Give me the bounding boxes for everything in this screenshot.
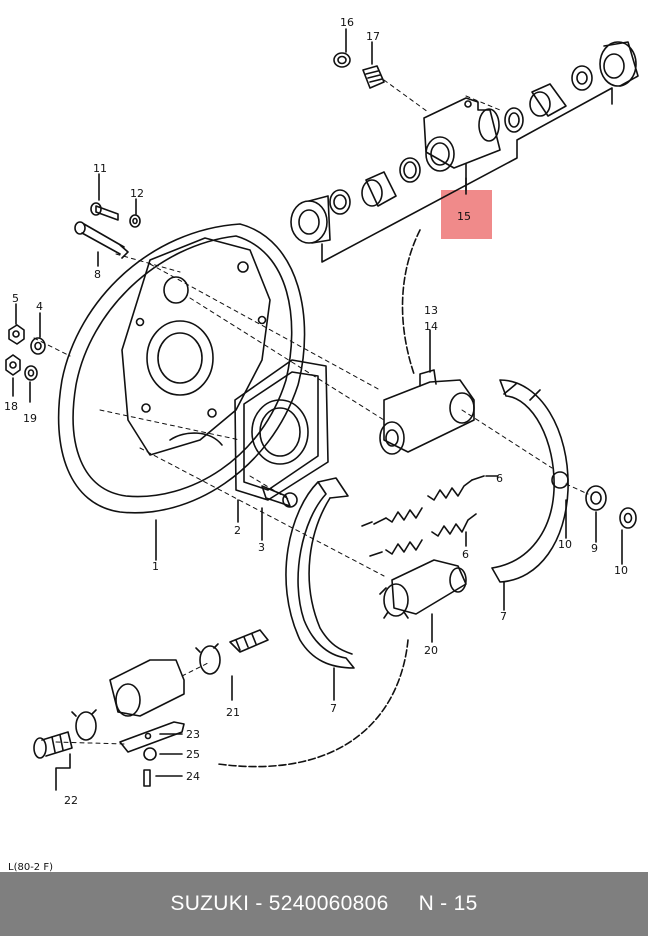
nut-5	[8, 324, 25, 345]
callout-23: 23	[186, 728, 200, 741]
retainer-plate	[234, 359, 329, 501]
callout-21: 21	[226, 706, 240, 719]
brake-shoe-right	[491, 379, 569, 583]
highlight-box	[441, 190, 492, 239]
piston-a	[361, 171, 397, 207]
wheel-cylinder-13	[379, 369, 475, 455]
bolt-22	[33, 709, 97, 759]
spring-6-lower	[369, 513, 477, 557]
callout-12: 12	[130, 187, 144, 200]
boot-a	[290, 195, 331, 244]
callout-8: 8	[94, 268, 101, 281]
callout-2: 2	[234, 524, 241, 537]
callout-19: 19	[23, 412, 37, 425]
callout-9: 9	[591, 542, 598, 555]
cylinder-body-top	[423, 97, 501, 172]
reference-label: N - 15	[418, 892, 478, 915]
callout-6a: 6	[496, 472, 503, 485]
backing-plate	[57, 223, 306, 514]
callout-14: 14	[424, 320, 438, 333]
callout-5: 5	[12, 292, 19, 305]
callout-16: 16	[340, 16, 354, 29]
part-footer: SUZUKI - 5240060806 N - 15	[0, 872, 648, 936]
washer-10	[619, 507, 637, 529]
callout-7b: 7	[330, 702, 337, 715]
cable-line	[401, 229, 421, 375]
callout-11: 11	[93, 162, 107, 175]
callout-4: 4	[36, 300, 43, 313]
callout-15: 15	[457, 210, 471, 223]
bolt-24	[143, 769, 151, 787]
callout-25: 25	[186, 748, 200, 761]
adjuster-20	[379, 559, 467, 619]
callout-10a: 10	[558, 538, 572, 551]
cup-c	[571, 65, 593, 91]
bolt-21	[195, 629, 269, 675]
alignment-lines	[33, 79, 589, 745]
callout-17: 17	[366, 30, 380, 43]
callout-22: 22	[64, 794, 78, 807]
brake-shoe-left	[285, 477, 355, 669]
brake-assembly-diagram: 16 17 11 12 8 5 4 18 19 1 2 3 13 14 15 6…	[4, 16, 639, 872]
part-number-label: SUZUKI - 5240060806	[170, 892, 389, 915]
adjuster-body-lower	[109, 659, 185, 717]
bleeder-screw-17	[362, 65, 385, 89]
callout-13: 13	[424, 304, 438, 317]
callout-24: 24	[186, 770, 200, 783]
cup-b	[329, 189, 351, 215]
callout-1: 1	[152, 560, 159, 573]
piston-cup-a	[399, 157, 421, 183]
nut-12	[129, 214, 141, 228]
nut-25	[143, 747, 157, 761]
callout-6b: 6	[462, 548, 469, 561]
spring-6-upper	[361, 475, 485, 527]
bleeder-cap-16	[333, 52, 351, 68]
bolt-11	[90, 202, 119, 221]
piston-b	[529, 83, 567, 117]
callout-7a: 7	[500, 610, 507, 623]
boot-b	[599, 41, 639, 87]
callout-20: 20	[424, 644, 438, 657]
callout-10b: 10	[614, 564, 628, 577]
washer-19	[24, 365, 38, 381]
washer-4	[30, 337, 46, 355]
cable-line-lower	[217, 639, 409, 768]
nut-18	[5, 354, 21, 376]
adjuster-9	[585, 485, 607, 511]
lever-23	[119, 721, 185, 753]
drawing-code: L(80-2 F)	[8, 862, 53, 872]
spring-top	[504, 107, 524, 133]
bolt-8	[74, 221, 129, 259]
callout-18: 18	[4, 400, 18, 413]
callout-3: 3	[258, 541, 265, 554]
